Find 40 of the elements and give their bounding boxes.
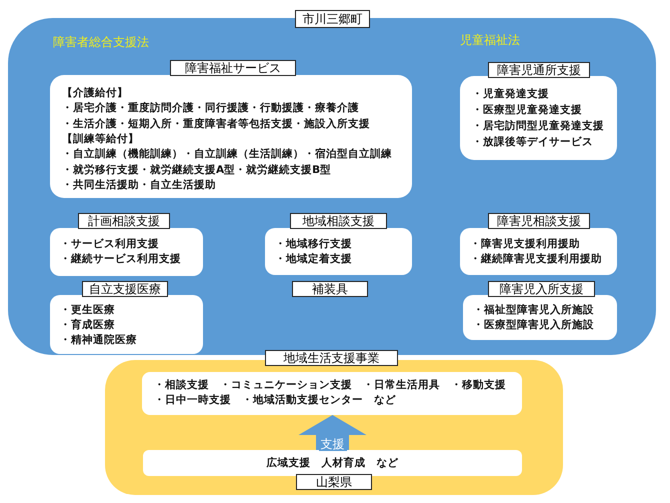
section-label: 自立支援医療 xyxy=(82,281,168,297)
list-item: ・自立訓練（機能訓練）・自立訓練（生活訓練）・宿泊型自立訓練 xyxy=(62,148,392,162)
list-item: ・精神通院医療 xyxy=(60,334,137,347)
list-item: ・更生医療 xyxy=(60,304,115,317)
list-item: ・障害児支援利用援助 xyxy=(470,238,580,251)
list-item: ・育成医療 xyxy=(60,319,115,332)
section-label: 山梨県 xyxy=(296,474,372,490)
section-label: 地域生活支援事業 xyxy=(265,350,398,366)
list-item: ・相談支援 ・コミュニケーション支援 ・日常生活用具 ・移動支援 xyxy=(154,379,506,392)
section-label: 障害児入所支援 xyxy=(488,281,595,297)
list-item: ・放課後等デイサービス xyxy=(472,136,593,149)
list-item: ・日中一時支援 ・地域活動支援センター など xyxy=(154,394,396,407)
list-item: ・継続障害児支援利用援助 xyxy=(470,253,602,266)
list-item: ・就労移行支援・就労継続支援A型・就労継続支援B型 xyxy=(62,164,332,176)
section-label: 障害福祉サービス xyxy=(170,60,296,76)
section-label: 市川三郷町 xyxy=(295,10,370,28)
list-item: ・医療型障害児入所施設 xyxy=(473,319,594,332)
list-item: ・地域定着支援 xyxy=(275,253,352,266)
list-item: ・医療型児童発達支援 xyxy=(472,104,582,117)
section-label: 障害児通所支援 xyxy=(488,62,590,78)
list-item: 【訓練等給付】 xyxy=(62,132,139,146)
section-label: 地域相談支援 xyxy=(290,213,387,229)
list-item: 【介護給付】 xyxy=(62,87,128,100)
section-label: 補装具 xyxy=(292,281,368,297)
list-item: ・児童発達支援 xyxy=(472,88,549,101)
list-item: ・共同生活援助・自立生活援助 xyxy=(62,178,216,192)
body-text: 広域支援 人材育成 など xyxy=(266,456,400,470)
list-item: ・継続サービス利用支援 xyxy=(60,253,181,266)
section-label: 計画相談支援 xyxy=(78,213,170,229)
law-label: 児童福祉法 xyxy=(460,33,520,47)
law-label: 障害者総合支援法 xyxy=(53,35,149,49)
section-label: 障害児相談支援 xyxy=(488,213,590,229)
list-item: ・福祉型障害児入所施設 xyxy=(473,304,594,317)
list-item: ・居宅訪問型児童発達支援 xyxy=(472,120,604,133)
list-item: ・サービス利用支援 xyxy=(60,238,159,251)
list-item: ・居宅介護・重度訪問介護・同行援護・行動援護・療養介護 xyxy=(62,102,359,116)
list-item: ・生活介護・短期入所・重度障害者等包括支援・施設入所支援 xyxy=(62,118,370,131)
block-arrow xyxy=(298,415,366,450)
edge-label: 支援 xyxy=(318,436,346,450)
list-item: ・地域移行支援 xyxy=(275,238,352,251)
